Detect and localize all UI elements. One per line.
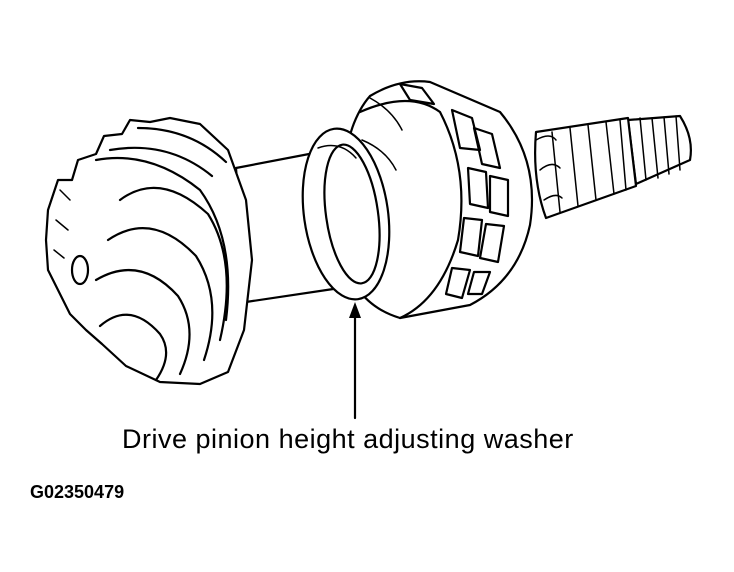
adjusting-washer (301, 127, 391, 301)
callout-label: Drive pinion height adjusting washer (122, 424, 574, 454)
threaded-shaft-end (626, 114, 692, 186)
roller-bearing (338, 80, 534, 320)
bevel-gear (44, 116, 254, 386)
figure-code: G02350479 (30, 482, 124, 502)
callout-leader (349, 302, 361, 420)
splined-shaft (534, 116, 638, 220)
